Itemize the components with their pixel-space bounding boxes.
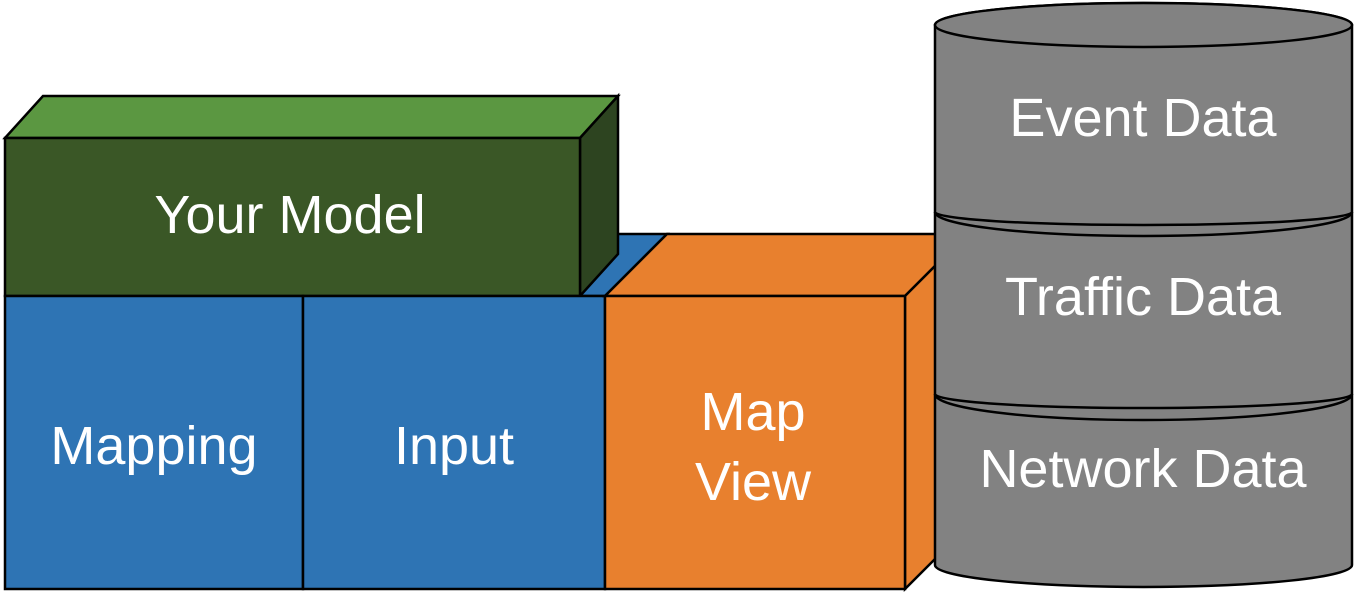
network-data-label: Network Data	[979, 439, 1307, 499]
mapping-label: Mapping	[50, 416, 257, 476]
your-model-label: Your Model	[154, 185, 425, 245]
database-segment-divider-2-lower-arc	[933, 393, 1354, 422]
your-model-box-top-face	[2, 94, 621, 140]
map-view-box-front-face	[603, 294, 907, 591]
map-view-label-line-1: Map	[700, 382, 805, 442]
input-label: Input	[394, 416, 514, 476]
database-segment-divider-1-upper-arc	[933, 211, 1354, 227]
labels-group: Your Model Mapping Input Map View Event …	[50, 88, 1307, 512]
database-cylinder-top-ellipse	[933, 1, 1354, 49]
database-segment-divider-1-lower-arc	[933, 211, 1354, 238]
event-data-label: Event Data	[1009, 88, 1277, 148]
traffic-data-label: Traffic Data	[1005, 267, 1282, 327]
database-segment-divider-2-upper-arc	[933, 393, 1354, 410]
map-view-label-line-2: View	[695, 452, 812, 512]
